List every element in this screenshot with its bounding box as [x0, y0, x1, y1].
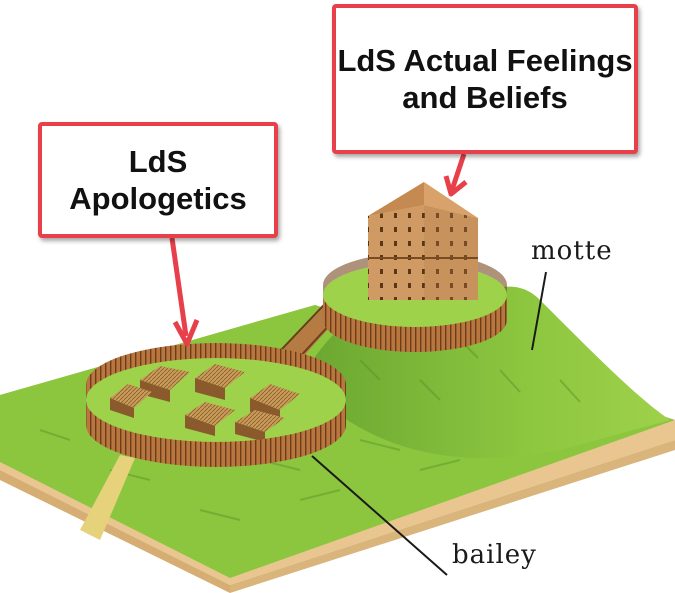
apologetics-arrow — [169, 237, 200, 347]
callout-beliefs-text: LdS Actual Feelings and Beliefs — [337, 43, 633, 115]
callout-actual-beliefs: LdS Actual Feelings and Beliefs — [332, 4, 638, 154]
label-bailey: bailey — [452, 540, 537, 570]
callout-apologetics-text: LdS Apologetics — [69, 144, 247, 216]
motte-pointer-line — [531, 271, 547, 351]
bailey-enclosure — [86, 343, 346, 467]
label-motte: motte — [531, 236, 613, 266]
bailey-pointer-line — [311, 455, 448, 576]
callout-apologetics: LdS Apologetics — [38, 122, 278, 238]
beliefs-arrow — [443, 153, 468, 197]
keep-tower — [368, 182, 478, 300]
bailey-houses — [110, 364, 300, 442]
